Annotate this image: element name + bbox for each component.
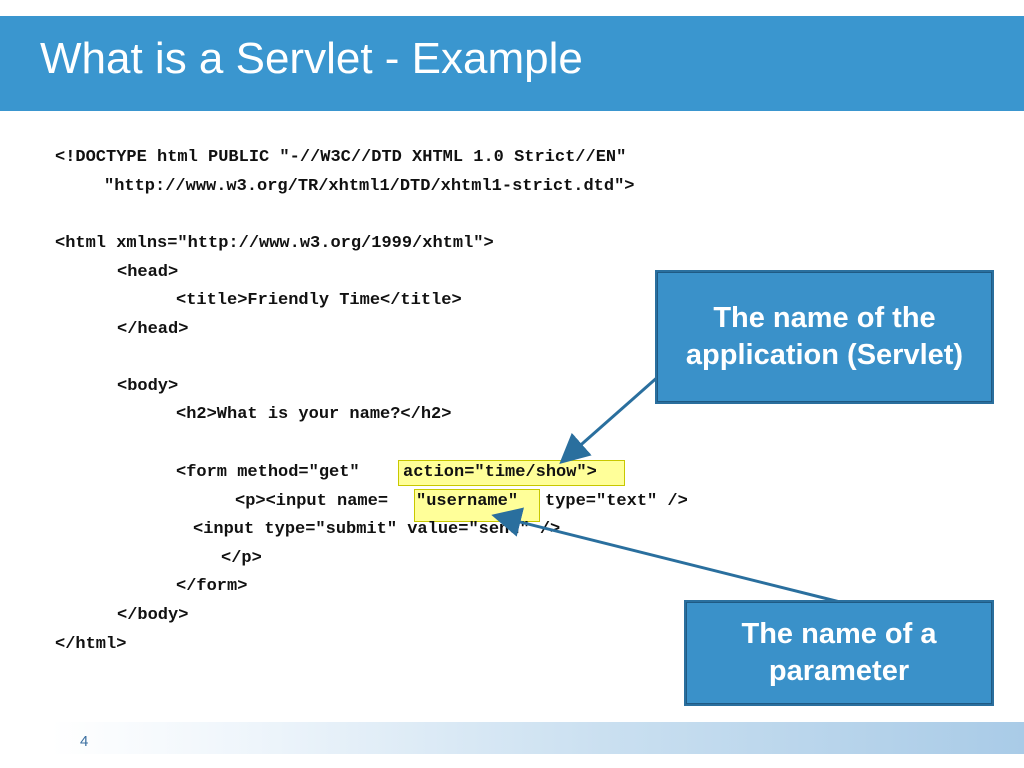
code-line: </body>: [117, 606, 189, 625]
code-line: </html>: [55, 635, 127, 654]
application-arrow: [559, 373, 661, 464]
code-username-value: "username": [416, 492, 519, 511]
code-action-value: action="time/show">: [403, 463, 597, 482]
code-line: </head>: [117, 320, 189, 339]
code-line: <p><input name=: [235, 492, 389, 511]
parameter-callout: The name of a parameter: [684, 600, 994, 706]
code-line: <head>: [117, 263, 179, 282]
parameter-arrow: [491, 507, 841, 604]
code-line: <form method="get": [176, 463, 360, 482]
code-line: <title>Friendly Time</title>: [176, 291, 462, 310]
code-line: <body>: [117, 377, 179, 396]
code-line: </p>: [221, 549, 262, 568]
code-line: <h2>What is your name?</h2>: [176, 405, 452, 424]
application-callout-text: The name of the application (Servlet): [685, 302, 964, 371]
parameter-callout-text: The name of a parameter: [741, 618, 937, 687]
slide-title: What is a Servlet - Example: [40, 34, 583, 83]
code-line: type="text" />: [545, 492, 688, 511]
title-bar: [0, 16, 1024, 111]
code-line: "http://www.w3.org/TR/xhtml1/DTD/xhtml1-…: [104, 177, 635, 196]
application-callout: The name of the application (Servlet): [655, 270, 994, 404]
page-number: 4: [80, 733, 89, 750]
action-highlight: [398, 460, 625, 486]
code-line: <html xmlns="http://www.w3.org/1999/xhtm…: [55, 234, 494, 253]
code-line: </form>: [176, 577, 248, 596]
code-line: <!DOCTYPE html PUBLIC "-//W3C//DTD XHTML…: [55, 148, 627, 167]
footer-bar: [0, 722, 1024, 754]
